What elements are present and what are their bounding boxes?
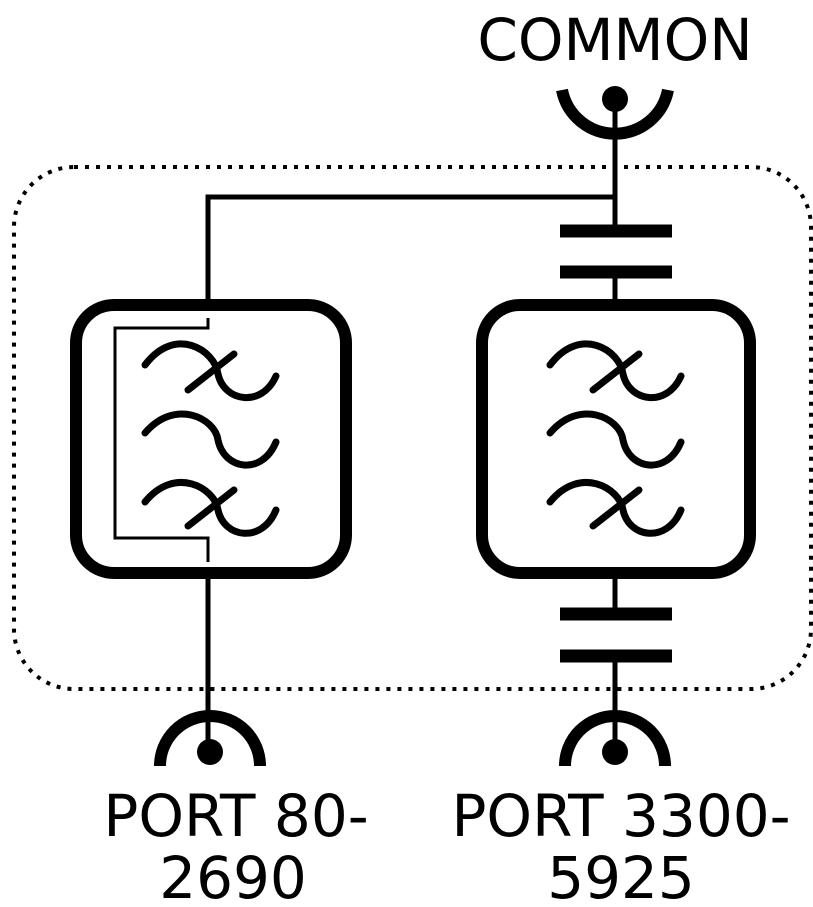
lowband-port-label-line1: PORT 80- (103, 782, 368, 850)
lowband-internal-wire (113, 318, 210, 562)
lowband-feed-wire (205, 194, 615, 318)
lowband-filter-block (70, 299, 352, 579)
output-capacitor-icon (560, 607, 672, 663)
filter-wave-icon (546, 340, 685, 537)
highband-port-label-line2: 5925 (547, 844, 695, 907)
highband-filter-block (476, 299, 756, 579)
lowband-port-label-line2: 2690 (159, 844, 307, 907)
highband-port-label-line1: PORT 3300- (451, 782, 790, 850)
highband-port-connector-icon (559, 710, 671, 767)
lowband-port-connector-icon (154, 710, 266, 767)
input-capacitor-icon (560, 224, 672, 279)
filter-wave-icon (141, 340, 280, 537)
common-label: COMMON (477, 6, 752, 74)
